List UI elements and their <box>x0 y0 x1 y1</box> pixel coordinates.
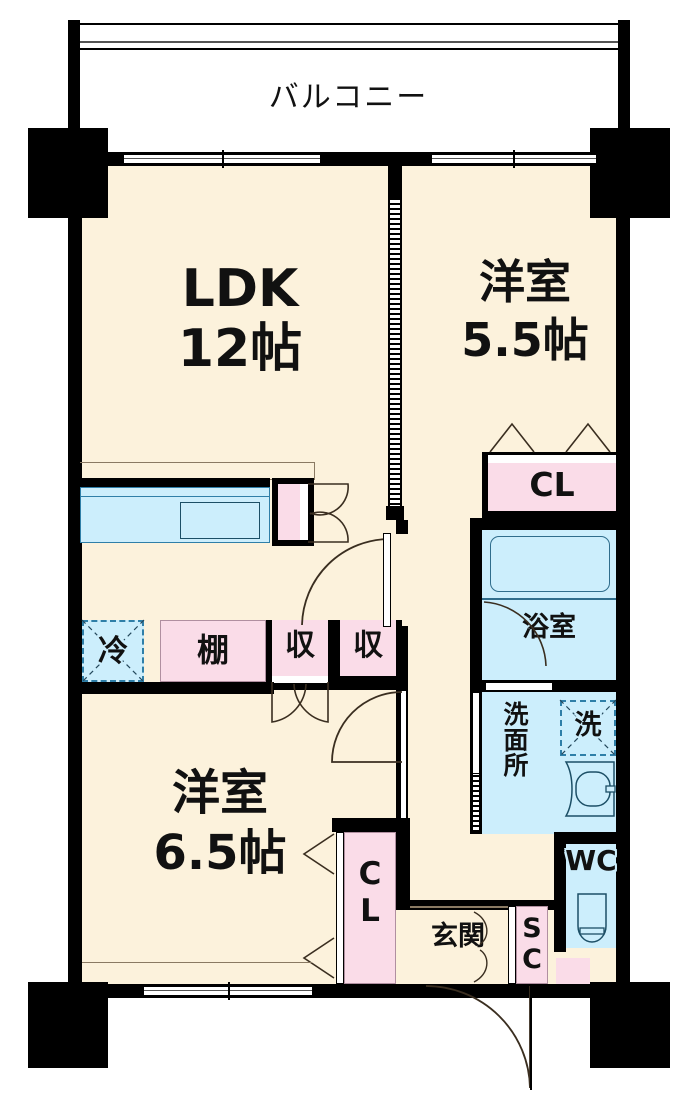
balcony-rail-line-2 <box>68 41 630 43</box>
window-bedroom-main-mullion <box>228 982 230 1000</box>
closet-main-frame <box>332 818 410 832</box>
bedroom-main-door-swing <box>331 691 403 763</box>
bathroom-label: 浴室 <box>522 612 576 643</box>
bathroom-tub-divider <box>482 598 616 600</box>
balcony-wall-right <box>618 20 630 136</box>
shelf-unit <box>160 620 266 682</box>
washroom-sliding-door <box>472 692 480 774</box>
vanity-basin-icon <box>564 761 616 817</box>
bedroom-sub-name-label: 洋室 <box>479 255 571 309</box>
ldk-hall-door-swing <box>301 537 391 626</box>
toilet-bowl-icon <box>577 893 607 943</box>
shoe-closet-door-track <box>508 906 516 984</box>
bedroom-main-size-label: 6.5帖 <box>153 825 287 881</box>
pillar-top-right <box>590 128 670 218</box>
front-door-leaf <box>530 984 532 1090</box>
ldk-hall-door-leaf <box>383 533 391 627</box>
partition-ldk-bedroomsub-top <box>388 152 402 200</box>
entrance-label: 玄関 <box>431 921 485 952</box>
partition-ldk-bedroomsub-jamb <box>386 506 404 520</box>
bath-door-opening <box>486 683 552 690</box>
wet-block-wall-top <box>470 518 630 530</box>
storage-b-box <box>340 620 396 676</box>
wc-wall-top <box>554 832 630 844</box>
refrigerator-cross-icon <box>81 619 145 683</box>
storage-a-door-line <box>272 676 328 683</box>
bedroom-sub-size-label: 5.5帖 <box>461 313 589 367</box>
ldk-size-label: 12帖 <box>177 319 303 379</box>
partition-sliding-hatch <box>388 200 402 520</box>
wall-ldk-bedroommain <box>68 682 274 694</box>
balcony-label: バルコニー <box>268 80 429 115</box>
storage-a-label: 収 <box>285 628 315 663</box>
shelf-label: 棚 <box>196 631 229 669</box>
washroom-door-track-dotted <box>472 774 480 832</box>
closet-sub-folding-door-icon <box>489 422 611 453</box>
closet-sub-box <box>488 463 616 511</box>
bathtub <box>490 536 610 592</box>
closet-main-door-track <box>336 832 344 984</box>
kitchen-counter-edge <box>80 496 270 497</box>
shoe-closet-label: S C <box>522 913 542 976</box>
exterior-wall-left <box>68 152 82 998</box>
hall-wall-left-mid <box>396 626 408 690</box>
entrance-step-line <box>408 906 508 908</box>
entrance-inner-door-icon <box>473 911 488 983</box>
ldk-name-label: LDK <box>181 259 299 319</box>
wall-closetmain-entrance <box>396 818 410 910</box>
wc-wall-left <box>554 832 566 952</box>
kitchen-door-swing <box>308 483 349 543</box>
bathroom-door-swing <box>483 601 547 667</box>
hall-wall-left-upper <box>396 520 408 534</box>
shoe-closet-box <box>516 906 548 984</box>
entrance-floor <box>408 910 508 984</box>
bedroom-main-floor-edge <box>82 962 312 963</box>
closet-sub-door-track <box>488 455 616 463</box>
closet-main-folding-door-icon <box>302 833 335 979</box>
refrigerator-label: 冷 <box>98 634 128 669</box>
storage-a-box <box>272 620 328 676</box>
storage-a-door-swing <box>271 682 329 723</box>
balcony-rail-line-1 <box>68 23 630 25</box>
kitchen-stove-panel <box>278 484 300 540</box>
bedroom-main-name-label: 洋室 <box>171 765 268 821</box>
closet-sub-label: CL <box>529 465 575 504</box>
washer-cross-icon <box>559 699 617 757</box>
front-door-swing <box>425 985 531 1089</box>
closet-main-box <box>344 832 396 984</box>
washer-label: 洗 <box>574 710 602 741</box>
shoe-closet-step <box>556 958 590 984</box>
wc-label: WC <box>565 844 617 877</box>
closet-main-label: C L <box>358 856 382 930</box>
washroom-label: 洗 面 所 <box>503 700 529 780</box>
window-ldk-mullion <box>222 150 224 168</box>
window-bedroom-sub-mullion <box>513 150 515 168</box>
entrance-wall-top <box>396 900 556 910</box>
storage-b-label: 収 <box>353 628 383 663</box>
exterior-wall-right <box>616 152 630 998</box>
kitchen-sink-bowl <box>180 502 260 539</box>
kitchen-stove-gap <box>300 484 308 540</box>
balcony-rail-line-3 <box>68 48 630 50</box>
balcony-wall-left <box>68 20 80 136</box>
